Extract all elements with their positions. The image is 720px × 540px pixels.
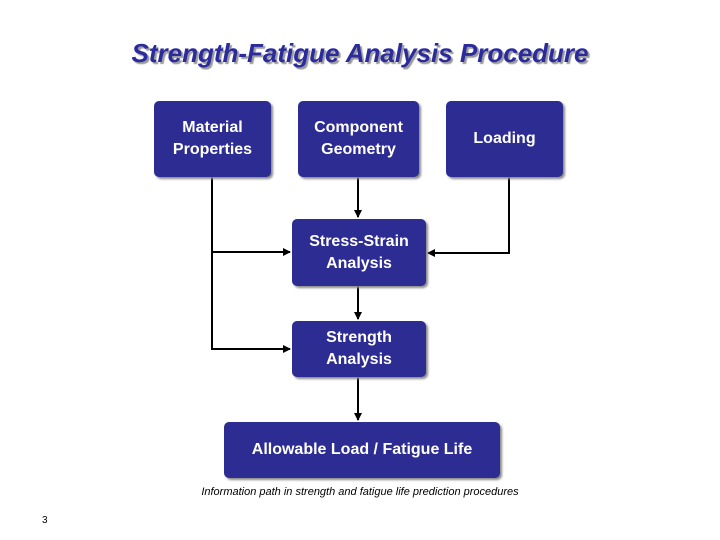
material-properties-box: Material Properties [154,101,271,177]
strength-analysis-box: Strength Analysis [292,321,426,377]
loading-box: Loading [446,101,563,177]
page-number: 3 [42,515,48,526]
component-geometry-box: Component Geometry [298,101,419,177]
arrow-loading-to-stress [427,177,510,257]
diagram-title: Strength-Fatigue Analysis Procedure [131,38,589,68]
figure-caption: Information path in strength and fatigue… [201,486,519,498]
arrow-material-to-strength [211,252,291,353]
stress-strain-analysis-box: Stress-Strain Analysis [292,219,426,286]
arrow-material-to-stress [211,177,291,256]
allowable-load-fatigue-life-box: Allowable Load / Fatigue Life [224,422,500,478]
